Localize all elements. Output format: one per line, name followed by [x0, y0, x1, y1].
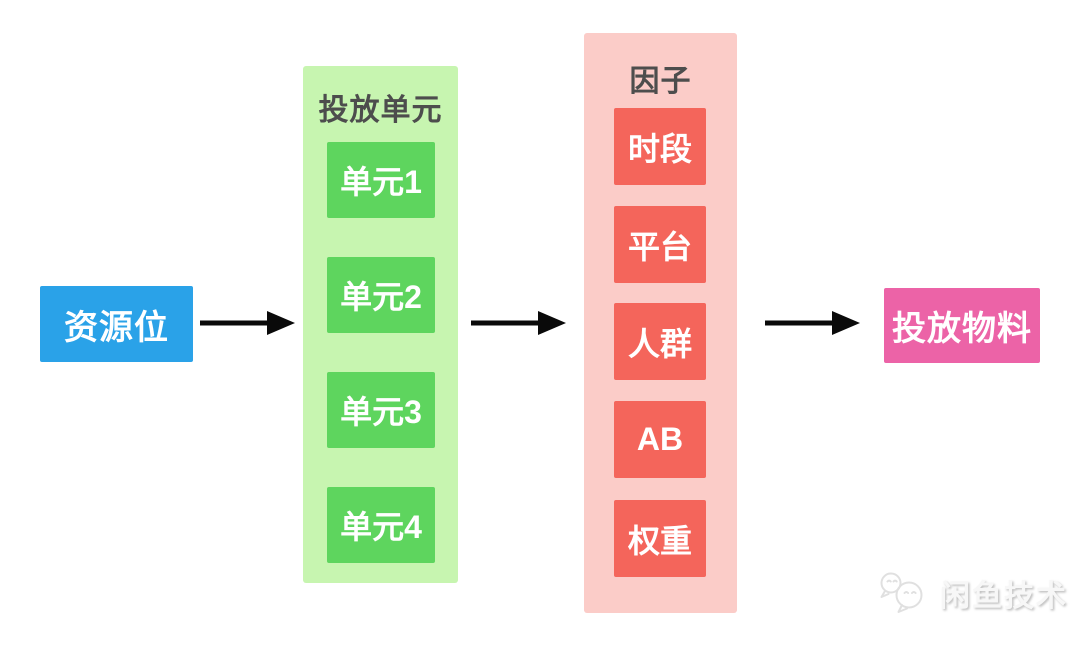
watermark-text: 闲鱼技术	[940, 580, 1068, 613]
factor-box-audience: 人群	[614, 303, 706, 380]
node-resource-slot: 资源位	[40, 286, 193, 362]
unit-box-4: 单元4	[327, 487, 435, 563]
group-title-factors: 因子	[629, 65, 692, 98]
unit-box-3: 单元3	[327, 372, 435, 448]
flow-arrow-icon	[471, 311, 566, 335]
unit-box-2: 单元2	[327, 257, 435, 333]
wechat-chat-bubbles-icon	[876, 570, 932, 616]
group-title-delivery-units: 投放单元	[318, 94, 443, 127]
group-factors: 因子 时段 平台 人群 AB 权重	[584, 33, 737, 613]
factor-box-time-slot: 时段	[614, 108, 706, 185]
factor-box-weight: 权重	[614, 500, 706, 577]
node-delivery-material: 投放物料	[884, 288, 1040, 363]
flow-arrow-icon	[765, 311, 860, 335]
unit-box-1: 单元1	[327, 142, 435, 218]
group-delivery-units: 投放单元 单元1 单元2 单元3 单元4	[303, 66, 458, 583]
factor-box-platform: 平台	[614, 206, 706, 283]
factor-box-ab: AB	[614, 401, 706, 478]
flow-arrow-icon	[200, 311, 295, 335]
watermark: 闲鱼技术	[876, 570, 1068, 616]
